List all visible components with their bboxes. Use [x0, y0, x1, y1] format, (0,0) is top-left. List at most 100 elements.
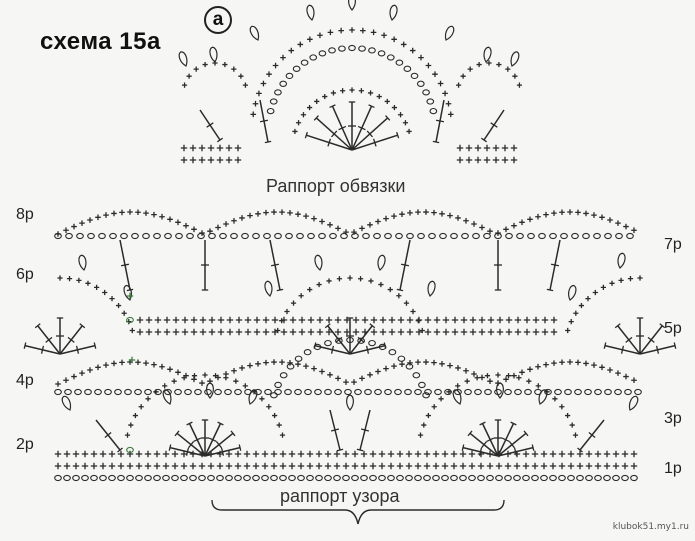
- chain-stitch-icon: [418, 381, 426, 389]
- sc-stitch-icon: [417, 432, 424, 438]
- sc-stitch-icon: [455, 82, 462, 88]
- chain-stitch-icon: [252, 232, 260, 240]
- chain-stitch-icon: [459, 474, 467, 482]
- sc-stitch-icon: [266, 71, 272, 77]
- chain-stitch-icon: [504, 388, 512, 396]
- sc-stitch-icon: [388, 328, 396, 336]
- chain-stitch-icon: [219, 232, 227, 240]
- chain-stitch-icon: [358, 45, 366, 52]
- sc-stitch-icon: [495, 462, 503, 470]
- dc-top-icon: [369, 323, 376, 329]
- sc-stitch-icon: [543, 361, 549, 368]
- sc-stitch-icon: [585, 295, 591, 302]
- sc-stitch-icon: [167, 366, 173, 373]
- sc-stitch-icon: [95, 214, 101, 221]
- dc-bar-icon: [335, 336, 343, 343]
- sc-stitch-icon: [351, 379, 357, 385]
- chain-stitch-icon: [314, 388, 322, 396]
- chain-stitch-icon: [604, 388, 612, 396]
- sc-stitch-icon: [360, 27, 366, 34]
- sc-stitch-icon: [216, 462, 224, 470]
- sc-stitch-icon: [181, 316, 189, 324]
- sc-stitch-icon: [208, 316, 216, 324]
- dc-top-icon: [368, 104, 375, 109]
- sc-stitch-icon: [391, 363, 397, 369]
- sc-stitch-icon: [559, 359, 565, 366]
- chain-stitch-icon: [504, 474, 512, 482]
- sc-stitch-icon: [207, 462, 215, 470]
- chain-stitch-icon: [144, 474, 152, 482]
- sc-stitch-icon: [333, 450, 341, 458]
- chain-stitch-icon: [306, 474, 314, 482]
- sc-stitch-icon: [306, 104, 313, 111]
- sc-stitch-icon: [71, 223, 77, 230]
- dc-top-icon: [93, 342, 97, 349]
- sc-stitch-icon: [421, 422, 427, 428]
- dc-top-icon: [356, 448, 364, 452]
- sc-stitch-icon: [522, 462, 530, 470]
- sc-stitch-icon: [207, 144, 215, 152]
- sc-stitch-icon: [255, 361, 261, 367]
- sc-stitch-icon: [316, 316, 324, 324]
- sc-stitch-icon: [233, 378, 239, 384]
- sc-stitch-icon: [250, 111, 257, 118]
- sc-stitch-icon: [190, 328, 198, 336]
- sc-stitch-icon: [266, 404, 272, 410]
- sc-stitch-icon: [407, 210, 413, 216]
- chain-stitch-icon: [307, 232, 315, 240]
- sc-stitch-icon: [623, 223, 629, 230]
- sc-stitch-icon: [552, 396, 558, 402]
- sc-stitch-icon: [637, 275, 643, 281]
- chain-stitch-icon: [54, 388, 62, 396]
- sc-stitch-icon: [585, 450, 593, 458]
- sc-stitch-icon: [512, 73, 518, 79]
- sc-stitch-icon: [303, 213, 309, 219]
- dc-bar-icon: [75, 345, 80, 354]
- sc-stitch-icon: [298, 293, 304, 299]
- sc-stitch-icon: [234, 156, 242, 164]
- sc-stitch-icon: [333, 462, 341, 470]
- picot-icon: [377, 254, 386, 271]
- sc-stitch-icon: [415, 209, 421, 215]
- sc-stitch-icon: [145, 328, 153, 336]
- sc-stitch-icon: [247, 362, 253, 369]
- chain-stitch-icon: [368, 47, 376, 54]
- sc-stitch-icon: [171, 450, 179, 458]
- sc-stitch-icon: [326, 278, 332, 284]
- sc-stitch-icon: [442, 316, 450, 324]
- sc-stitch-icon: [477, 462, 485, 470]
- chain-stitch-icon: [626, 232, 634, 240]
- sc-stitch-icon: [115, 302, 122, 309]
- dc-top-icon: [230, 430, 236, 437]
- sc-stitch-icon: [492, 144, 500, 152]
- sc-stitch-icon: [223, 371, 229, 377]
- sc-stitch-icon: [189, 144, 197, 152]
- chain-stitch-icon: [318, 50, 327, 57]
- sc-stitch-icon: [289, 328, 297, 336]
- sc-stitch-icon: [126, 292, 134, 300]
- sc-stitch-icon: [198, 144, 206, 152]
- sc-stitch-icon: [198, 462, 206, 470]
- sc-stitch-icon: [259, 396, 265, 402]
- chain-stitch-icon: [285, 72, 294, 80]
- sc-stitch-icon: [510, 156, 518, 164]
- chain-stitch-icon: [230, 232, 238, 240]
- sc-stitch-icon: [455, 365, 461, 371]
- chain-stitch-icon: [428, 232, 436, 240]
- sc-stitch-icon: [459, 462, 467, 470]
- sc-stitch-icon: [543, 211, 549, 218]
- picot-icon: [389, 4, 398, 21]
- chain-stitch-icon: [315, 474, 323, 482]
- sc-stitch-icon: [298, 316, 306, 324]
- sc-stitch-icon: [618, 277, 624, 283]
- sc-stitch-icon: [272, 412, 278, 419]
- chain-stitch-icon: [288, 474, 296, 482]
- chain-stitch-icon: [340, 232, 348, 240]
- sc-stitch-icon: [162, 450, 170, 458]
- sc-stitch-icon: [349, 87, 355, 93]
- sc-stitch-icon: [215, 374, 221, 381]
- sc-stitch-icon: [407, 360, 413, 366]
- chain-stitch-icon: [244, 388, 252, 396]
- sc-stitch-icon: [565, 327, 571, 334]
- sc-stitch-icon: [585, 462, 593, 470]
